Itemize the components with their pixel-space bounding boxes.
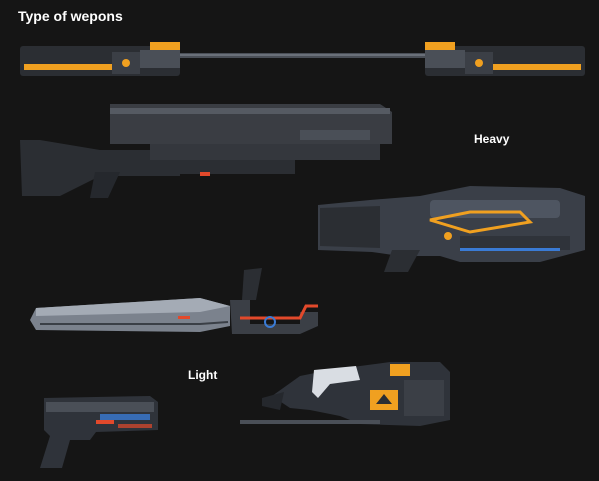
- section-label-light: Light: [188, 368, 218, 382]
- page-title: Type of wepons: [18, 8, 123, 24]
- double-ended-staff-weapon-icon: [20, 42, 585, 76]
- sniper-rifle-icon: [20, 104, 392, 198]
- compact-blaster-icon: [240, 362, 450, 426]
- energy-sword-icon: [30, 268, 318, 334]
- pistol-icon: [40, 396, 158, 468]
- heavy-assault-rifle-icon: [318, 186, 585, 272]
- section-label-heavy: Heavy: [474, 132, 510, 146]
